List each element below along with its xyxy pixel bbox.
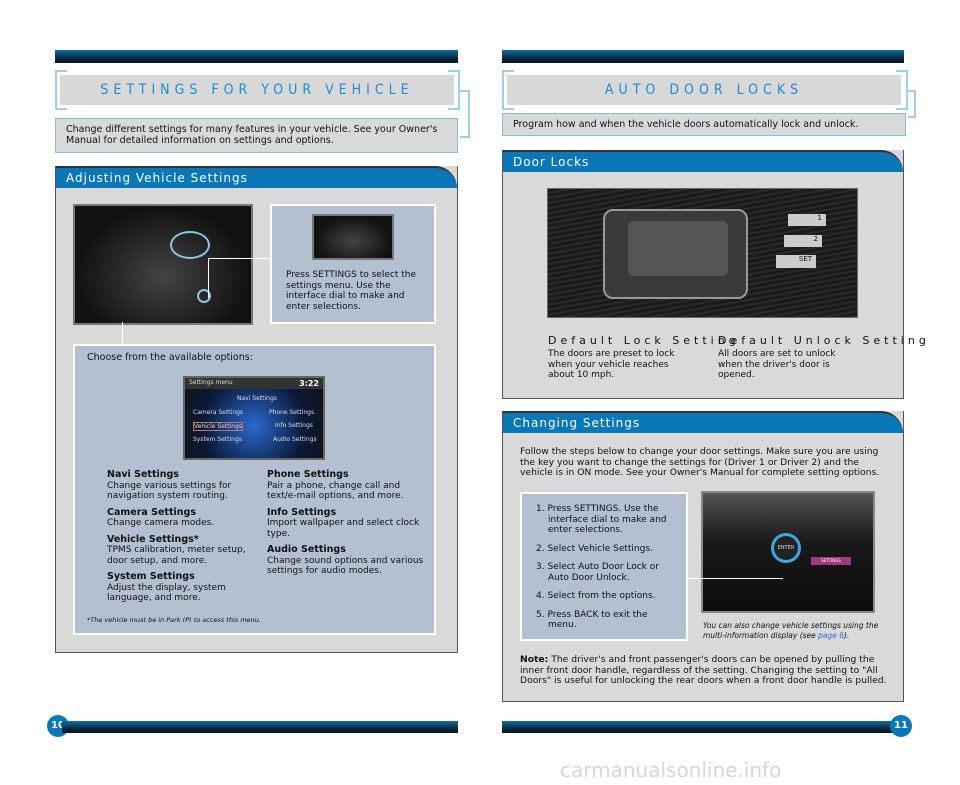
callout-line xyxy=(122,322,123,344)
title-bracket-left xyxy=(502,70,514,110)
steps-intro: Follow the steps below to change your do… xyxy=(520,446,880,478)
footnote: *The vehicle must be in Park (P) to acce… xyxy=(87,616,261,624)
screen-item: Camera Settings xyxy=(193,409,244,416)
section-header: Adjusting Vehicle Settings xyxy=(56,166,457,188)
screen-item: Navi Settings xyxy=(237,395,277,402)
note: Note: The driver's and front passenger's… xyxy=(520,654,887,686)
bottom-bar-left xyxy=(62,721,458,733)
default-unlock-desc: All doors are set to unlock when the dri… xyxy=(718,349,836,380)
callout-line xyxy=(208,258,209,298)
settings-button-box: Press SETTINGS to select the settings me… xyxy=(270,204,436,324)
settings-button: SETTINGS xyxy=(811,557,851,565)
default-unlock-title: Default Unlock Setting xyxy=(718,334,930,347)
page-6-link[interactable]: page 6 xyxy=(818,631,845,640)
step: 2. Select Vehicle Settings. xyxy=(536,543,653,554)
caption: You can also change vehicle settings usi… xyxy=(703,621,879,640)
page-title: AUTO DOOR LOCKS xyxy=(507,75,901,105)
step: 3. Select Auto Door Lock or Auto Door Un… xyxy=(536,562,659,583)
title-bracket-right xyxy=(896,70,908,110)
connector xyxy=(460,90,470,138)
interface-dial: ENTER xyxy=(771,533,801,563)
screen-item: Audio Settings xyxy=(273,436,317,443)
door-handle-photo: 1 2 SET xyxy=(547,188,858,318)
option-vehicle: Vehicle Settings*TPMS calibration, meter… xyxy=(107,533,246,566)
title-bracket-right xyxy=(448,70,460,110)
options-box: Choose from the available options: Setti… xyxy=(73,344,436,635)
dashboard-photo xyxy=(73,204,253,325)
screen-item: System Settings xyxy=(193,436,242,443)
screen-item-selected: Vehicle Settings xyxy=(193,422,243,431)
top-bar-right xyxy=(502,50,904,63)
section-header: Door Locks xyxy=(503,150,903,172)
step: 1. Press SETTINGS. Use the interface dia… xyxy=(536,504,667,535)
default-lock-title: Default Lock Setting xyxy=(548,334,740,347)
screen-item: Phone Settings xyxy=(269,409,315,416)
intro-text: Change different settings for many featu… xyxy=(55,118,458,153)
screen-item: Info Settings xyxy=(275,422,313,429)
default-lock-desc: The doors are preset to lock when your v… xyxy=(548,349,675,380)
callout-line xyxy=(688,578,783,579)
top-bar-left xyxy=(55,50,458,63)
title-bracket-left xyxy=(55,70,67,110)
connector xyxy=(908,90,916,118)
driver-1-button: 1 xyxy=(788,214,826,226)
driver-2-button: 2 xyxy=(784,235,822,247)
center-console-photo: ENTER SETTINGS xyxy=(701,491,875,613)
steps-box: 1. Press SETTINGS. Use the interface dia… xyxy=(520,492,688,641)
section-header: Changing Settings xyxy=(503,411,903,433)
step: 5. Press BACK to exit the menu. xyxy=(536,609,648,631)
page-title: SETTINGS FOR YOUR VEHICLE xyxy=(60,75,454,105)
callout-line xyxy=(208,258,270,259)
bottom-bar-right xyxy=(502,721,898,733)
watermark: carmanualsonline.info xyxy=(560,758,782,782)
settings-button-photo xyxy=(312,214,394,260)
set-button: SET xyxy=(776,255,816,268)
screen-header: Settings menu xyxy=(189,379,233,386)
intro-text: Program how and when the vehicle doors a… xyxy=(502,113,906,136)
press-settings-text: Press SETTINGS to select the settings me… xyxy=(286,270,416,312)
settings-menu-screen: Settings menu 3:22 Navi Settings Camera S… xyxy=(183,376,325,460)
page-number-right: 11 xyxy=(890,715,912,737)
screen-time: 3:22 xyxy=(299,379,319,388)
choose-text: Choose from the available options: xyxy=(87,352,253,363)
step: 4. Select from the options. xyxy=(536,591,656,601)
